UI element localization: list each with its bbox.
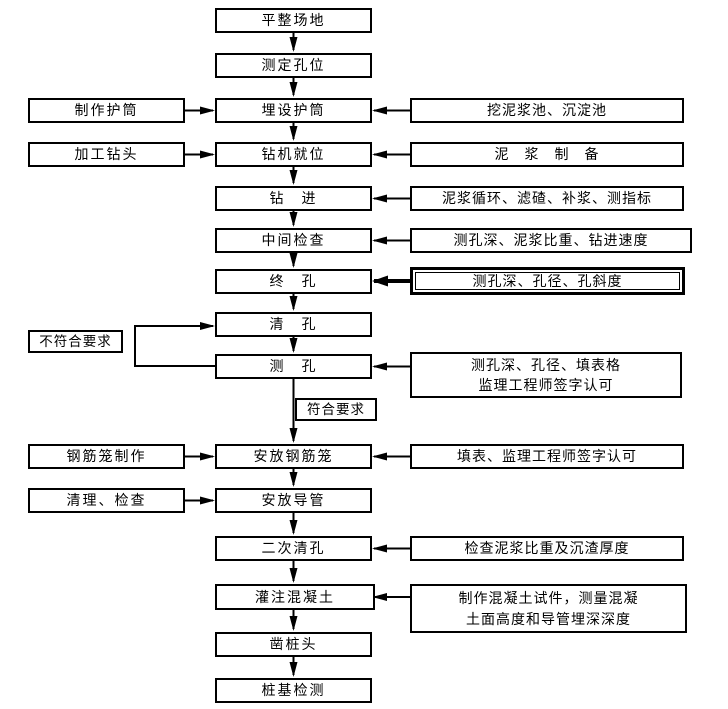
step-pile-head-chiseling: 凿桩头: [215, 632, 372, 657]
connector-arrow: [372, 150, 410, 159]
connector-arrow: [289, 123, 298, 141]
step-rebar-cage-placement: 安放钢筋笼: [215, 444, 372, 469]
step-interim-inspection: 中间检查: [215, 228, 372, 253]
connector-arrow: [185, 496, 215, 505]
connector-arrow: [372, 593, 410, 601]
note-form-sign-approval: 填表、监理工程师签字认可: [410, 444, 684, 469]
connector-arrow: [289, 469, 298, 487]
note-final-hole-check: 测孔深、孔径、孔斜度: [410, 267, 685, 295]
step-pile-testing: 桩基检测: [215, 678, 372, 703]
step-casing-fabrication: 制作护筒: [28, 98, 185, 123]
step-final-hole: 终 孔: [215, 269, 372, 294]
connector-arrow: [289, 253, 298, 268]
step-drill-rig-positioning: 钻机就位: [215, 142, 372, 167]
connector-arrow: [289, 167, 298, 185]
step-rebar-cage-fabrication: 钢筋笼制作: [28, 444, 185, 469]
connector-arrow: [289, 78, 298, 97]
step-casing-installation: 埋设护筒: [215, 98, 372, 123]
label-pass-requirement: 符合要求: [295, 398, 377, 421]
note-mud-pit-excavation: 挖泥浆池、沉淀池: [410, 98, 684, 123]
step-hole-measurement: 测 孔: [215, 354, 372, 379]
connector-arrow: [185, 452, 215, 461]
step-hole-cleaning: 清 孔: [215, 312, 372, 337]
note-depth-gravity-speed-check: 测孔深、泥浆比重、钻进速度: [410, 228, 692, 253]
step-cleaning-inspection: 清理、检查: [28, 488, 185, 513]
connector-arrow: [372, 194, 410, 203]
connector-arrow: [372, 275, 410, 287]
step-drill-bit-processing: 加工钻头: [28, 142, 185, 167]
note-concrete-specimen-measure: 制作混凝土试件，测量混凝 土面高度和导管埋深深度: [410, 584, 687, 633]
connector-arrow: [372, 106, 410, 115]
note-hole-measure-form-sign: 测孔深、孔径、填表格 监理工程师签字认可: [410, 352, 682, 398]
connector-arrow: [289, 294, 298, 311]
rework-loop-arrow: [134, 322, 215, 367]
note-mud-density-sediment-check: 检查泥浆比重及沉渣厚度: [410, 536, 684, 561]
connector-arrow: [289, 337, 298, 353]
step-concrete-pouring: 灌注混凝土: [215, 584, 375, 610]
step-drilling: 钻 进: [215, 186, 372, 211]
connector-arrow: [289, 211, 298, 227]
connector-arrow: [185, 150, 215, 159]
connector-arrow: [372, 236, 410, 245]
connector-arrow: [185, 106, 215, 115]
label-fail-requirement: 不符合要求: [28, 330, 123, 353]
connector-arrow: [289, 33, 298, 52]
step-tremie-placement: 安放导管: [215, 488, 372, 513]
connector-arrow: [289, 610, 298, 631]
step-second-hole-cleaning: 二次清孔: [215, 536, 372, 561]
step-site-leveling: 平整场地: [215, 8, 372, 33]
connector-arrow: [289, 513, 298, 535]
note-mud-preparation: 泥 浆 制 备: [410, 142, 684, 167]
connector-arrow: [289, 561, 298, 583]
connector-arrow: [289, 379, 298, 443]
connector-arrow: [289, 657, 298, 677]
connector-arrow: [372, 362, 410, 371]
connector-arrow: [372, 452, 410, 461]
connector-arrow: [372, 544, 410, 553]
step-hole-positioning: 测定孔位: [215, 53, 372, 78]
note-mud-circulation: 泥浆循环、滤碴、补浆、测指标: [410, 186, 684, 211]
